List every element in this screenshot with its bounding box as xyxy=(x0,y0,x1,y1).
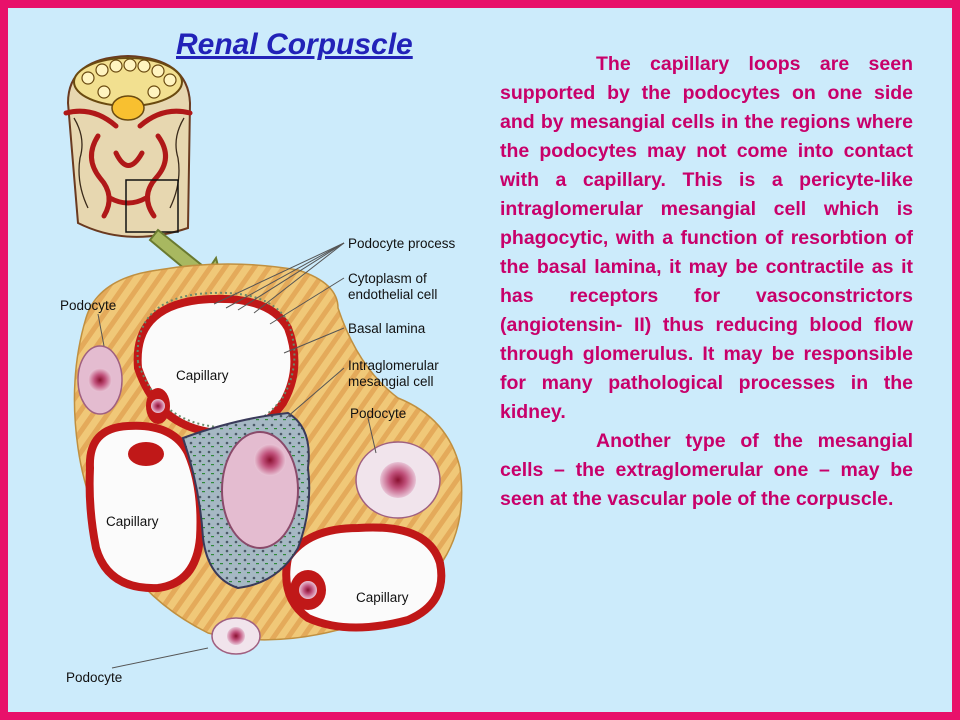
capillary-right xyxy=(282,523,446,632)
capillaries xyxy=(85,291,446,632)
label-intraglomerular-1: Intraglomerular xyxy=(348,358,439,373)
label-podocyte-left: Podocyte xyxy=(60,298,116,313)
label-cytoplasm-2: endothelial cell xyxy=(348,287,437,302)
label-basal-lamina: Basal lamina xyxy=(348,321,426,336)
body-text: The capillary loops are seen supported b… xyxy=(500,50,913,514)
leader-lines xyxy=(97,242,377,669)
paragraph-1: The capillary loops are seen supported b… xyxy=(500,53,913,423)
label-capillary-right: Capillary xyxy=(356,590,409,605)
slide: Podocyte process Cytoplasm of endothelia… xyxy=(8,8,952,712)
capillary-left xyxy=(85,421,205,593)
label-podocyte-right: Podocyte xyxy=(350,406,406,421)
label-capillary-top: Capillary xyxy=(176,368,229,383)
podocyte-cells xyxy=(77,345,441,655)
overview-glomerulus xyxy=(63,54,193,238)
label-capillary-left: Capillary xyxy=(106,514,159,529)
label-intraglomerular-2: mesangial cell xyxy=(348,374,434,389)
capillary-top xyxy=(133,294,299,438)
label-cytoplasm-1: Cytoplasm of xyxy=(348,271,427,286)
renal-corpuscle-diagram: Podocyte process Cytoplasm of endothelia… xyxy=(60,54,463,685)
label-podocyte-process: Podocyte process xyxy=(348,236,456,251)
label-podocyte-bottom: Podocyte xyxy=(66,670,122,685)
page-title: Renal Corpuscle xyxy=(176,28,413,61)
paragraph-2: Another type of the mesangial cells – th… xyxy=(500,430,913,510)
diagram-labels: Podocyte process Cytoplasm of endothelia… xyxy=(60,236,456,685)
